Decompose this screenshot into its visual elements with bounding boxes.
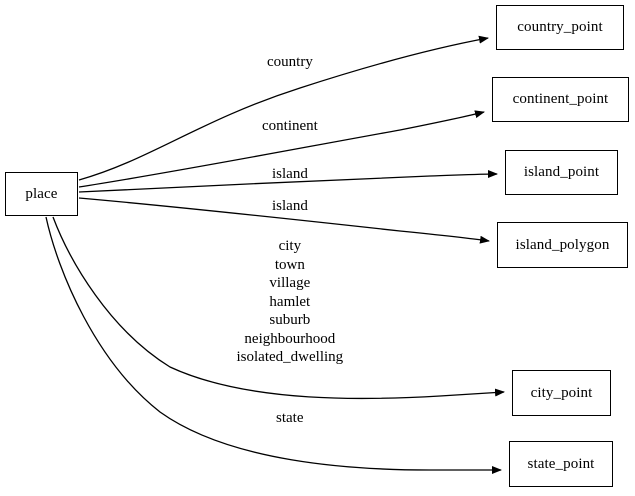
edge-label-island_point: island (272, 166, 308, 182)
edge-label-city_point: city town village hamlet suburb neighbou… (236, 238, 344, 365)
edge-label-state_point: state (276, 410, 304, 426)
node-place[interactable]: place (5, 172, 78, 216)
node-state_point[interactable]: state_point (509, 441, 613, 487)
node-continent_point[interactable]: continent_point (492, 77, 629, 122)
node-city_point[interactable]: city_point (512, 370, 611, 416)
edge-label-country_point: country (267, 54, 313, 70)
node-island_polygon[interactable]: island_polygon (497, 222, 628, 268)
edge-place-to-island_polygon (78, 197, 490, 244)
edge-place-to-city_point (52, 216, 505, 400)
edge-place-to-state_point (45, 216, 502, 474)
edge-place-to-island_point (78, 170, 498, 193)
node-country_point[interactable]: country_point (496, 5, 624, 50)
node-island_point[interactable]: island_point (505, 150, 618, 195)
edge-place-to-continent_point (78, 110, 485, 188)
edge-label-island_polygon: island (272, 198, 308, 214)
edge-place-to-country_point (78, 35, 489, 181)
edge-label-continent_point: continent (262, 118, 318, 134)
